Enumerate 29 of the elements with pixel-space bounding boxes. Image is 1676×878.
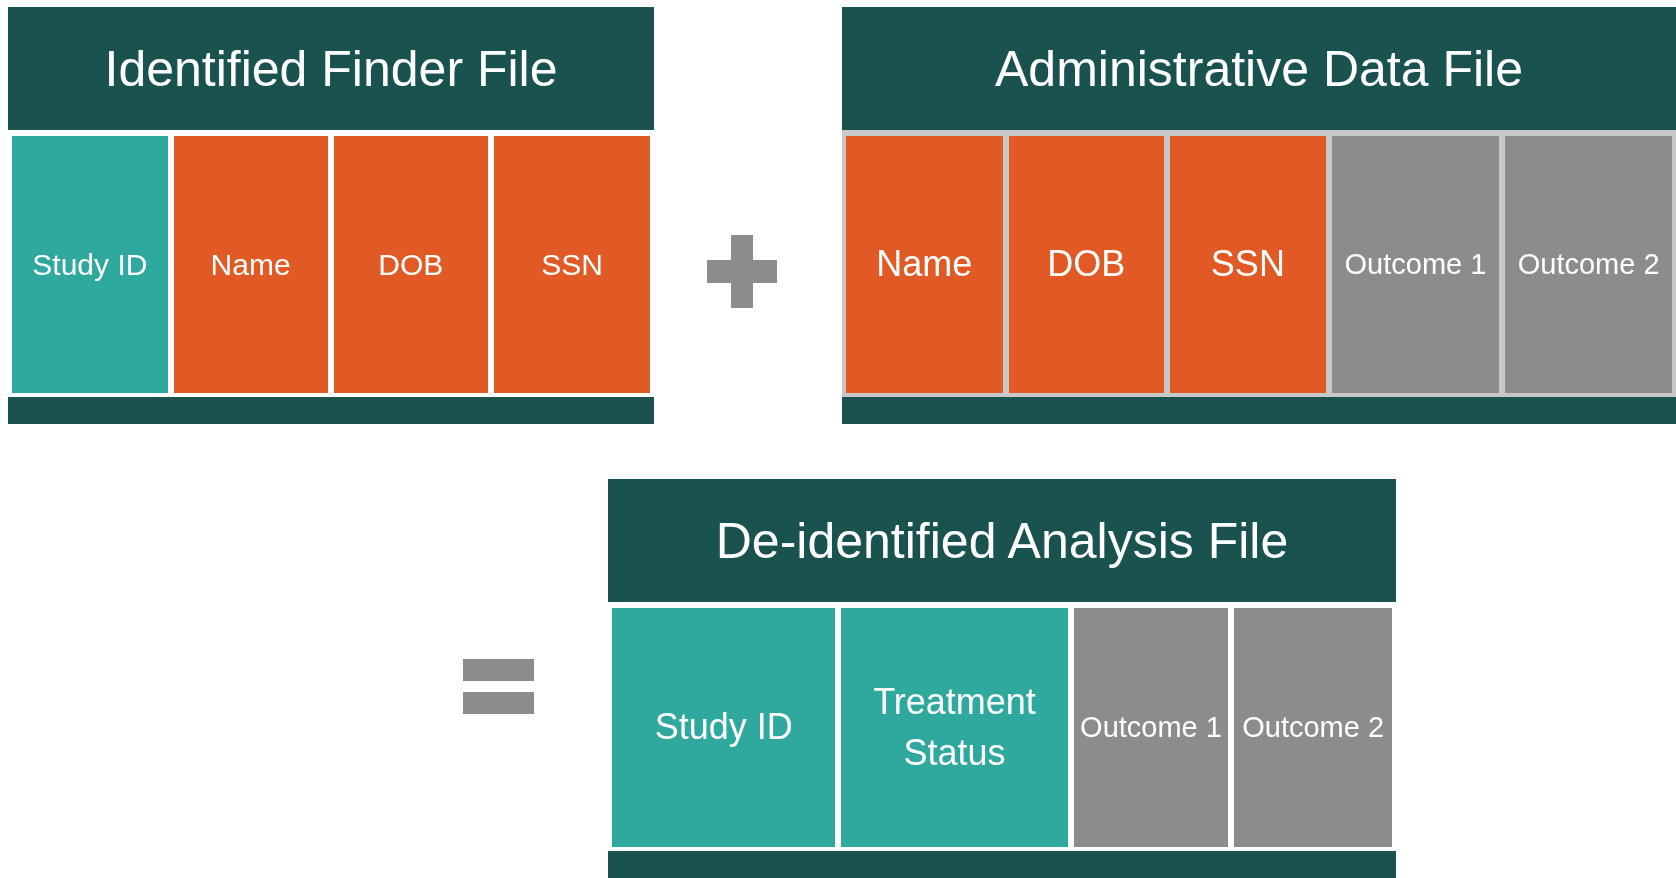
field-name: Name xyxy=(876,242,973,287)
field-name: Outcome 1 xyxy=(1344,247,1487,283)
field-name: DOB xyxy=(1047,242,1126,287)
field-column xyxy=(1331,136,1500,393)
field-column xyxy=(1008,136,1165,393)
field-column xyxy=(612,608,836,847)
field-name: Study ID xyxy=(654,705,793,750)
field-column xyxy=(494,136,650,393)
field-name: Outcome 2 xyxy=(1517,247,1660,283)
field-column xyxy=(173,136,328,393)
field-column xyxy=(841,608,1068,847)
field-name: Study ID xyxy=(32,246,148,283)
field-name: Outcome 2 xyxy=(1242,710,1385,746)
field-name: SSN xyxy=(1210,242,1285,287)
field-column xyxy=(1073,608,1229,847)
field-name: Name xyxy=(210,246,291,283)
field-column xyxy=(846,136,1003,393)
field-column xyxy=(12,136,168,393)
field-column xyxy=(333,136,489,393)
panel-title: Identified Finder File xyxy=(104,39,558,98)
field-name: SSN xyxy=(541,246,603,283)
field-name: Treatment Status xyxy=(872,680,1037,775)
field-name: Outcome 1 xyxy=(1080,710,1222,746)
field-column xyxy=(1170,136,1326,393)
field-column xyxy=(1234,608,1392,847)
panel-title: Administrative Data File xyxy=(995,39,1523,98)
panel-title: De-identified Analysis File xyxy=(715,511,1289,570)
field-column xyxy=(1505,136,1672,393)
field-name: DOB xyxy=(378,246,444,283)
